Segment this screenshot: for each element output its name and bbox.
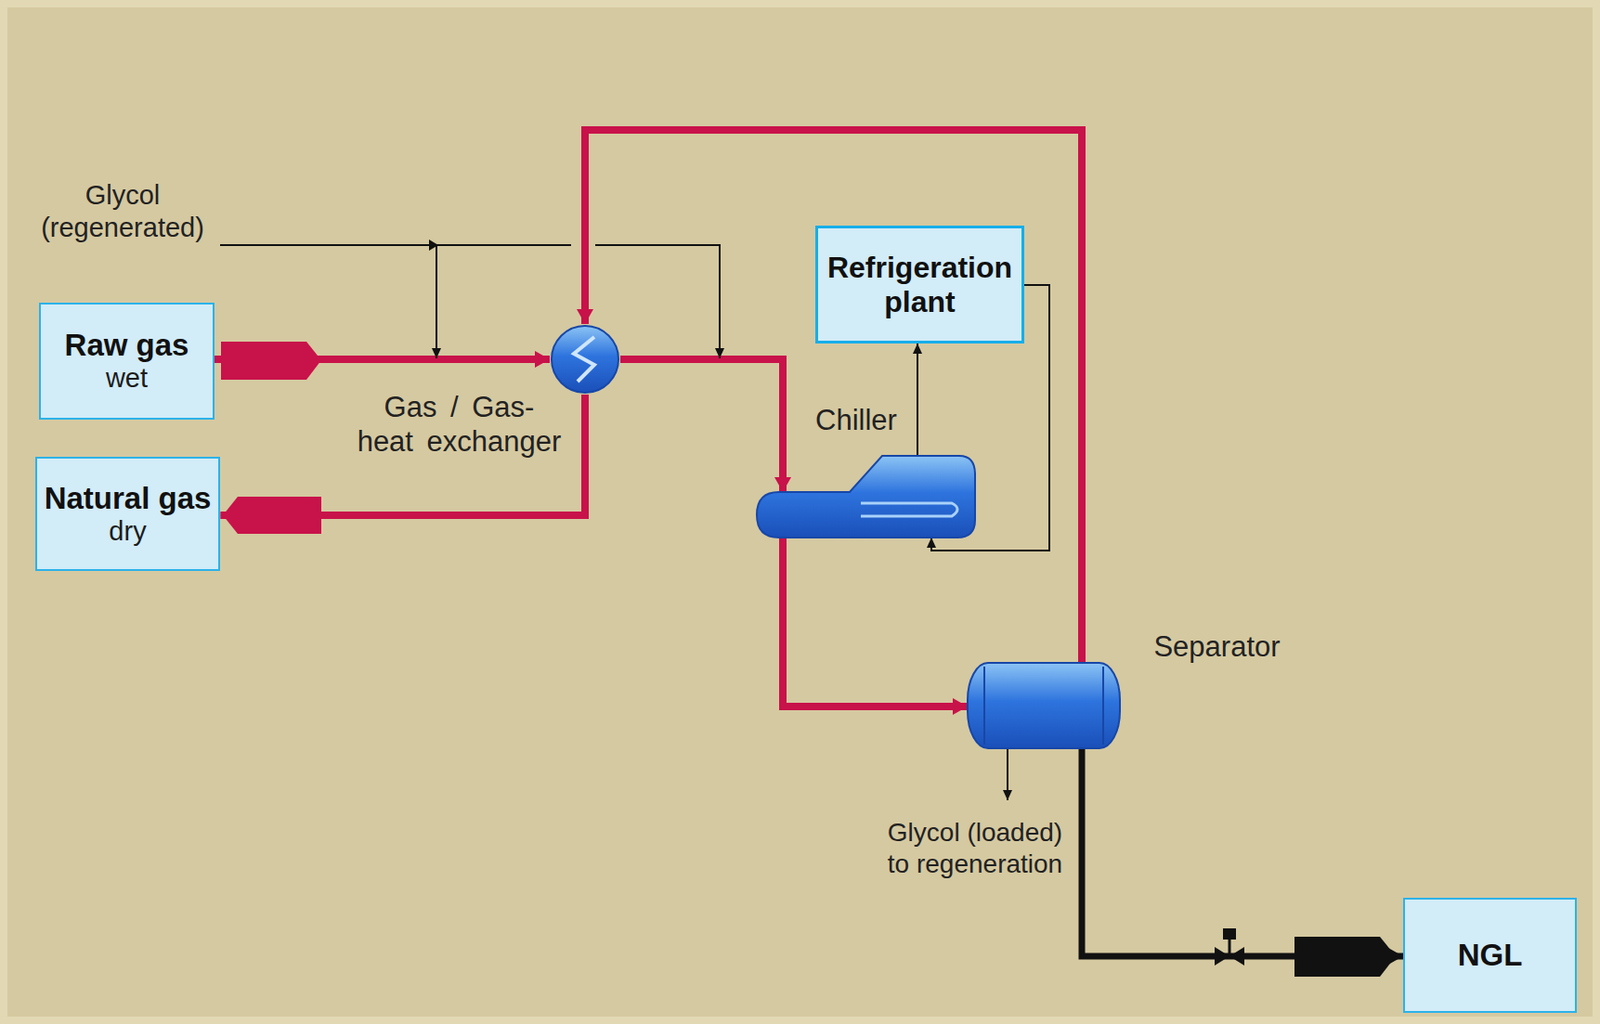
node-title: Refrigeration plant (823, 250, 1016, 320)
glycol-line (220, 244, 572, 247)
node-title: Chiller (805, 403, 908, 438)
glycol-outlet-line (1006, 748, 1009, 801)
inlet-stub (221, 341, 322, 380)
glycol-arrow (429, 239, 439, 251)
node-title: NGL (1457, 937, 1523, 974)
stream-label: Glycol (loaded) to regeneration (882, 817, 1068, 880)
process-pipe (1081, 748, 1404, 957)
node-subtitle: wet (105, 363, 148, 394)
plant-box: Refrigeration plant (815, 225, 1025, 344)
heat-exchanger: Gas / Gas- heat exchanger (549, 324, 621, 395)
chiller-vessel: Chiller (756, 492, 976, 538)
node-title: Separator (1140, 629, 1294, 664)
node-title: Natural gas (44, 481, 212, 517)
process-pipe (585, 130, 1082, 664)
product-box: NGL (1403, 897, 1577, 1014)
ngl-stub (1294, 936, 1396, 977)
process-pipe (782, 537, 968, 707)
source-box: Raw gaswet (39, 302, 215, 420)
node-title: Gas / Gas- heat exchanger (352, 390, 566, 459)
valve-symbol (1214, 928, 1245, 966)
product-box: Natural gasdry (35, 456, 222, 572)
node-subtitle: dry (108, 516, 146, 547)
outlet-stub (222, 496, 322, 534)
separator-vessel: Separator (967, 663, 1120, 749)
glycol-line (435, 245, 438, 359)
process-pipe (620, 359, 783, 493)
stream-label: Glycol (regenerated) (29, 179, 216, 245)
node-title: Raw gas (65, 327, 190, 364)
